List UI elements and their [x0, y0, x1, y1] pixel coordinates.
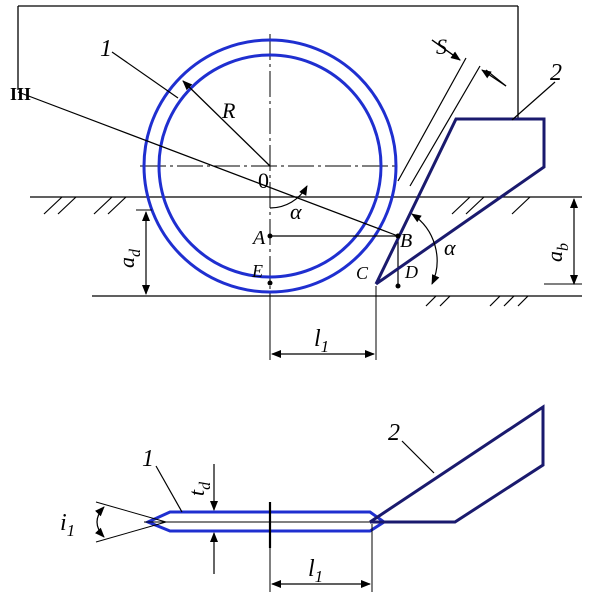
bottom-disc-number-label: 1: [142, 446, 154, 472]
length-bottom-main: l: [308, 556, 315, 582]
bottom-view: 1 2 td i1 l1: [60, 404, 545, 592]
knife-angle-label: α: [444, 235, 456, 260]
tilt-main: t: [184, 489, 209, 496]
center-angle-arc: [269, 185, 308, 209]
length-top-sub: 1: [321, 337, 330, 356]
radius-arrow: [182, 80, 271, 167]
bottom-knife-leader: [401, 440, 435, 474]
point-c-label: C: [356, 263, 369, 283]
machine-frame: [17, 5, 519, 118]
knife-side-profile: [369, 404, 545, 524]
center-angle-label: α: [290, 199, 302, 224]
disc-number-label: 1: [100, 36, 112, 62]
length-bottom-sub: 1: [315, 567, 324, 586]
tilt-label: td: [184, 481, 214, 496]
knife-angle-arc: [411, 213, 440, 285]
tilt-sub: d: [197, 481, 214, 490]
roman-three-label: III: [10, 84, 31, 104]
depth-b-main: a: [542, 251, 567, 262]
thickness-arrow-right: [481, 69, 507, 87]
thickness-arrow-left: [431, 39, 461, 61]
center-label: 0: [258, 168, 269, 193]
knife-leader-line: [511, 81, 556, 121]
bottom-knife-number-label: 2: [388, 420, 400, 446]
thickness-label: S: [436, 34, 447, 59]
depth-b-sub: b: [555, 243, 572, 251]
depth-d-main: a: [114, 257, 139, 268]
disc-outer-edge: [142, 38, 398, 294]
depth-d-label: ad: [114, 248, 144, 268]
point-markers: [267, 233, 401, 289]
knife-number-label: 2: [550, 60, 562, 86]
length-bottom-label: l1: [308, 556, 323, 586]
knife-body: [374, 117, 546, 286]
radius-label: R: [221, 98, 236, 123]
length-top-main: l: [314, 326, 321, 352]
point-a-label: A: [251, 227, 266, 249]
line-iii-to-b: [17, 91, 399, 237]
ground-surface: [30, 196, 582, 297]
bottom-disc-leader: [155, 465, 183, 513]
disc-leader-line: [111, 51, 179, 99]
point-d-label: D: [404, 262, 418, 282]
ground-hatching: [43, 196, 531, 307]
edge-angle-sub: 1: [67, 521, 76, 540]
top-view: 1 2 R S 0 α α A B C D E III ad ab l1: [10, 5, 582, 360]
depth-b-label: ab: [542, 243, 572, 262]
edge-angle-lines: [95, 501, 167, 543]
depth-d-sub: d: [127, 248, 144, 257]
point-b-label: B: [400, 230, 412, 252]
point-e-label: E: [251, 261, 263, 281]
length-top-label: l1: [314, 326, 329, 356]
edge-angle-label: i1: [60, 510, 75, 540]
thickness-guides: [397, 39, 507, 187]
edge-angle-arc: [94, 506, 105, 538]
edge-angle-main: i: [60, 510, 67, 536]
disc-inner-edge: [157, 53, 383, 279]
